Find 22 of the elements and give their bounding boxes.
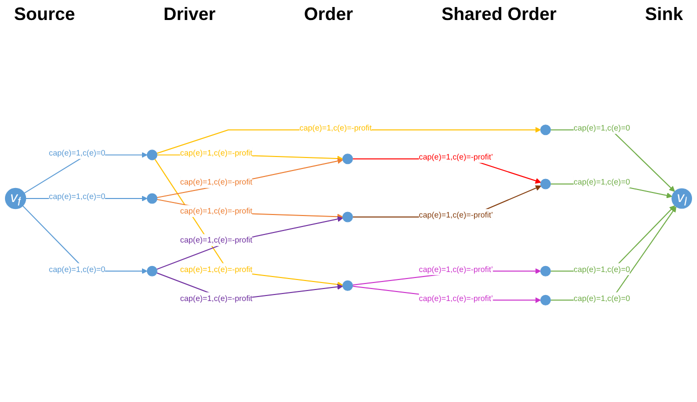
column-heading: Source <box>14 4 76 26</box>
node-circle <box>540 294 551 306</box>
node-circle <box>146 150 158 160</box>
arrow <box>154 158 344 288</box>
node-circle <box>342 280 353 291</box>
node-circle: v$_{f}$ <box>4 188 26 210</box>
node-circle: v$_{l}$ <box>672 188 692 209</box>
column-heading: Shared Order <box>441 4 556 26</box>
column-heading: Sink <box>644 4 683 26</box>
node-circle <box>540 178 551 190</box>
node-circle <box>146 193 158 204</box>
arrow <box>156 158 344 198</box>
column-heading: Order <box>304 4 353 26</box>
arrow <box>550 129 675 192</box>
node-circle <box>540 124 551 136</box>
node-circle <box>146 266 158 276</box>
node-circle <box>342 154 353 164</box>
node-circle <box>342 212 353 222</box>
column-heading: Driver <box>163 4 216 26</box>
arrow <box>156 216 344 270</box>
arrow <box>156 198 343 220</box>
node-circle <box>540 266 551 276</box>
